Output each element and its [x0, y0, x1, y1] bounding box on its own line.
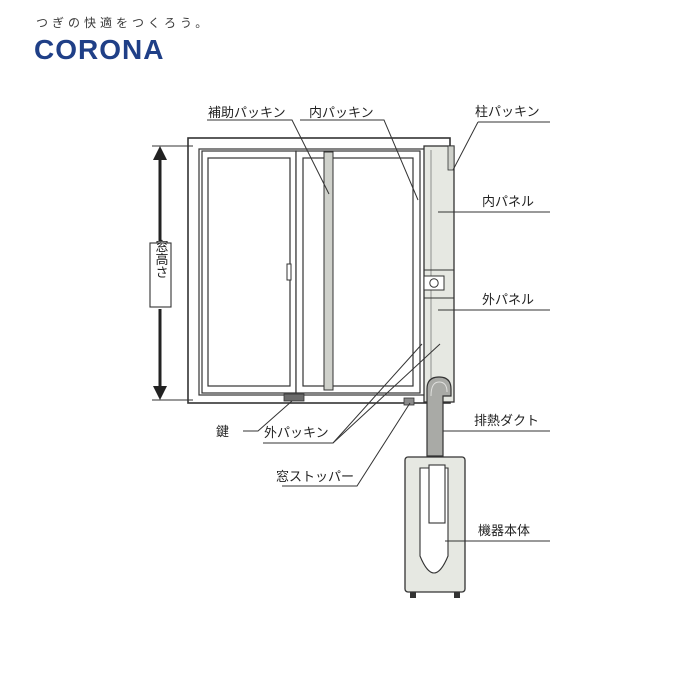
tagline: つぎの快適をつくろう。: [36, 16, 212, 30]
label-inner-panel: 内パネル: [482, 194, 534, 210]
label-key: 鍵: [216, 424, 229, 440]
aux-packing-strip: [323, 151, 334, 391]
label-exhaust-duct: 排熱ダクト: [474, 414, 539, 429]
label-outer-packing: 外パッキン: [264, 426, 329, 441]
label-aux-packing: 補助パッキン: [208, 106, 286, 121]
window-height-dimension: [149, 145, 193, 401]
inner-packing-leader: [300, 119, 419, 201]
window-stopper-leader: [282, 402, 411, 487]
label-unit-body: 機器本体: [478, 524, 530, 539]
label-outer-panel: 外パネル: [482, 293, 534, 308]
aux-packing-leader: [207, 119, 330, 195]
label-pillar-packing: 柱パッキン: [475, 105, 540, 120]
left-sash: [201, 150, 297, 394]
outer-packing-leader-2: [332, 343, 441, 444]
unit-body: [404, 456, 466, 598]
brand-logo: CORONA: [34, 34, 165, 65]
label-window-height: 窓高さ: [153, 239, 169, 279]
key-part: [283, 393, 305, 402]
key-leader: [243, 400, 293, 432]
unit-foot-left: [410, 592, 416, 598]
sash-handle: [286, 263, 292, 281]
unit-foot-right: [454, 592, 460, 598]
label-window-stopper: 窓ストッパー: [276, 469, 354, 485]
leader-lines: [207, 119, 550, 542]
pillar-packing-leader: [452, 121, 550, 171]
unit-vent: [428, 464, 446, 524]
label-inner-packing: 内パッキン: [309, 105, 374, 121]
pillar-packing-part: [447, 145, 455, 171]
panel-assembly: [423, 145, 455, 403]
exhaust-duct: [426, 376, 452, 457]
right-sash: [295, 150, 421, 394]
